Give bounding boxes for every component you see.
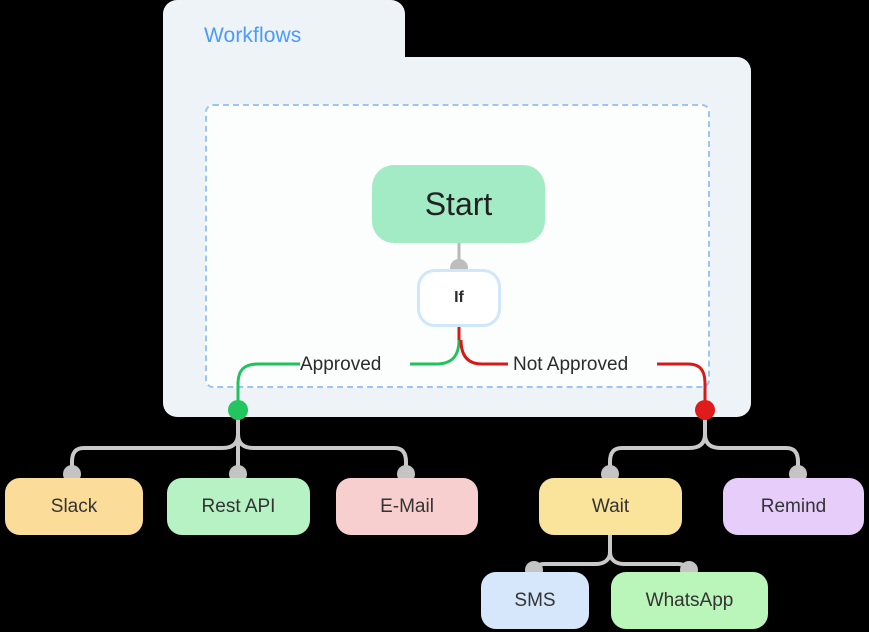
edge-rejected-to-children — [608, 412, 800, 476]
edge-approved-tail — [236, 362, 300, 406]
node-rest-api[interactable]: Rest API — [167, 478, 310, 535]
edge-approved-to-children — [70, 412, 408, 476]
port-dot-rejected[interactable] — [695, 400, 715, 420]
edge-not-approved-tail — [657, 362, 707, 406]
edge-wait-to-children — [532, 533, 691, 577]
node-start[interactable]: Start — [372, 165, 545, 243]
panel-tab[interactable] — [163, 0, 405, 60]
node-whatsapp[interactable]: WhatsApp — [611, 572, 768, 629]
port-dot-approved[interactable] — [228, 400, 248, 420]
edge-label-approved: Approved — [300, 354, 382, 375]
edge-approved — [410, 339, 461, 366]
panel-tab-label: Workflows — [204, 24, 302, 47]
node-email[interactable]: E-Mail — [336, 478, 478, 535]
node-slack[interactable]: Slack — [5, 478, 143, 535]
node-wait[interactable]: Wait — [539, 478, 682, 535]
node-sms[interactable]: SMS — [481, 572, 589, 629]
edge-not-approved — [459, 339, 508, 366]
edge-label-not-approved: Not Approved — [513, 354, 629, 375]
node-if[interactable]: If — [417, 269, 501, 327]
node-remind[interactable]: Remind — [723, 478, 864, 535]
